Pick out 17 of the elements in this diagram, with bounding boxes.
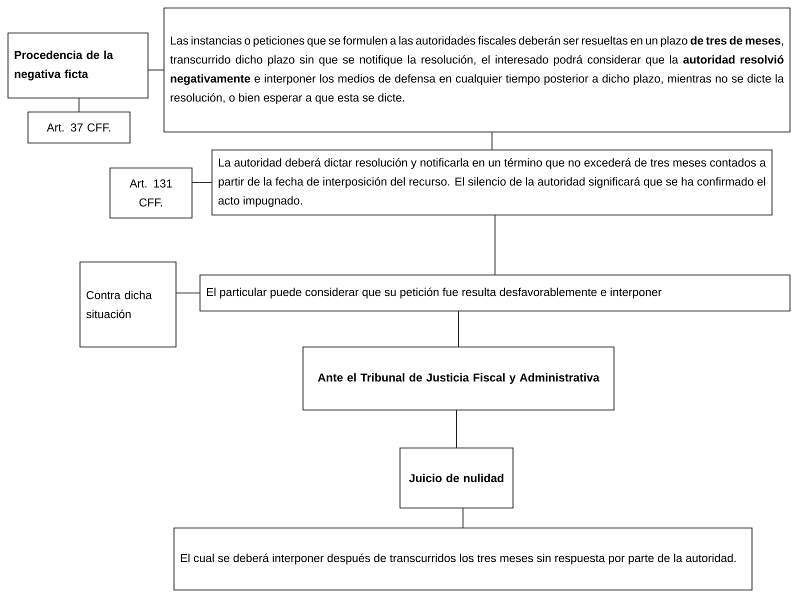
connector-line [192, 182, 212, 183]
connector-line [494, 215, 496, 275]
connector-line [456, 410, 457, 448]
connector-line [458, 311, 459, 347]
label-box: Contra dicha situación [80, 262, 176, 348]
process-box: Juicio de nulidad [400, 448, 514, 508]
text-box: Las instancias o peticiones que se formulen a las autoridades fiscales deberán ser resueltas en un plazo de tres de meses, transcurrido dicho plazo sin que se notifique la resolución, el interesado podrá considerar que la autoridad resolvió negativamente e interponer los medios de defensa en cualquier tiempo posterior a dicho plazo, mientras no se dicte la resolución, o bien esperar a que esta se dicte. [164, 8, 790, 132]
connector-line [78, 98, 80, 112]
connector-line [462, 508, 464, 528]
text-box: El particular puede considerar que su petición fue resulta desfavorablemente e interponer [200, 274, 790, 312]
article-box: Art. 37 CFF. [28, 112, 130, 144]
text-box: La autoridad deberá dictar resolución y notificarla en un término que no excederá de tres meses contados a partir de la fecha de interposición del recurso. El silencio de la autoridad significará que se ha confirmado el acto impugnado. [212, 150, 772, 216]
article-box: Art. 131 CFF. [110, 168, 192, 218]
connector-line [176, 292, 200, 294]
heading-box: Procedencia de la negativa ficta [8, 32, 148, 98]
text-box: El cual se deberá interponer después de transcurridos los tres meses sin respuesta por parte de la autoridad. [174, 528, 752, 590]
process-box: Ante el Tribunal de Justicia Fiscal y Administrativa [302, 346, 614, 410]
